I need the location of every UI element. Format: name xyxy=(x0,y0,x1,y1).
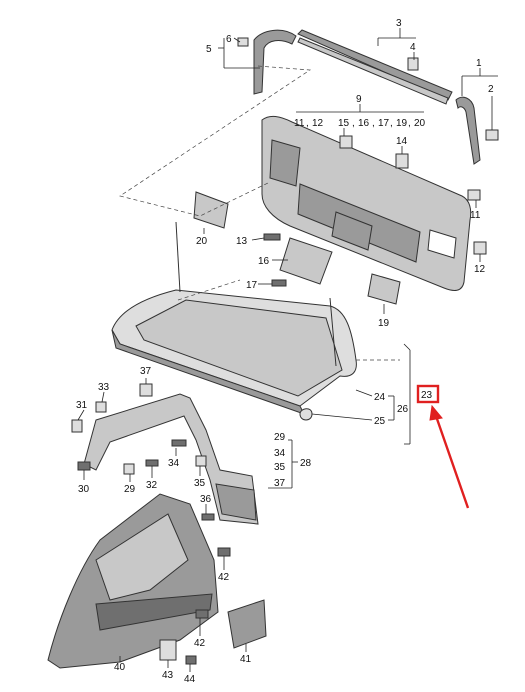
clip-part-6 xyxy=(237,37,249,47)
support-rod-right xyxy=(329,297,337,367)
callout-37: 37 xyxy=(140,366,152,377)
clip-part-25 xyxy=(299,408,313,421)
highlight-arrow-head xyxy=(429,404,443,421)
callout-30: 30 xyxy=(78,484,90,495)
side-trim-part-28 xyxy=(83,393,259,525)
callout-31: 31 xyxy=(76,400,88,411)
clip-part-31 xyxy=(71,419,83,433)
callout-14: 14 xyxy=(396,136,408,147)
callout-24: 24 xyxy=(374,392,386,403)
callout-11-top: 11 xyxy=(294,118,305,129)
clip-part-30 xyxy=(77,461,91,471)
screw-part-44 xyxy=(185,655,197,665)
callout-42-lower: 42 xyxy=(194,638,206,649)
callout-11-right: 11 xyxy=(470,210,481,221)
callout-4: 4 xyxy=(410,42,416,53)
cover-part-20 xyxy=(193,191,229,229)
callout-17-top: 17 xyxy=(378,118,390,129)
callout-16: 16 xyxy=(258,256,270,267)
callout-33: 33 xyxy=(98,382,110,393)
callout-separator-dot-2: , xyxy=(372,118,375,129)
callout-2: 2 xyxy=(488,84,494,95)
callout-3: 3 xyxy=(396,18,402,29)
callout-labels: 3 4 5 6 1 2 9 11 12 15 16 17 19 20 , , ,… xyxy=(76,18,494,685)
clip-part-2 xyxy=(485,129,499,141)
luggage-side-panel-part-40 xyxy=(47,493,219,669)
callout-28: 28 xyxy=(300,458,312,469)
side-trim-left-part-5 xyxy=(253,29,297,95)
callout-42-upper: 42 xyxy=(218,572,230,583)
clip-part-37 xyxy=(139,383,153,397)
highlight-arrow-shaft xyxy=(434,415,470,509)
grip-cover-part-16 xyxy=(279,237,333,285)
callout-43: 43 xyxy=(162,670,174,681)
clip-part-14 xyxy=(395,153,409,169)
screw-part-34 xyxy=(171,439,187,447)
screw-part-36 xyxy=(201,513,215,521)
clip-part-11 xyxy=(467,189,481,201)
highlight-annotation xyxy=(416,384,470,509)
side-trim-right-part-1 xyxy=(455,96,481,165)
clip-part-33 xyxy=(95,401,107,413)
callout-5: 5 xyxy=(206,44,212,55)
callout-32: 32 xyxy=(146,480,158,491)
assembly-guide-lines xyxy=(119,65,400,361)
upper-trim-strip-part-3 xyxy=(297,29,453,105)
callout-12-right: 12 xyxy=(474,264,486,275)
callout-20: 20 xyxy=(196,236,208,247)
callout-34: 34 xyxy=(168,458,180,469)
screw-part-17 xyxy=(271,279,287,287)
callout-6: 6 xyxy=(226,34,232,45)
callout-35: 35 xyxy=(194,478,206,489)
callout-20-top: 20 xyxy=(414,118,426,129)
support-rod-left xyxy=(175,221,181,293)
parcel-shelf-part-24 xyxy=(111,289,357,415)
callout-19-top: 19 xyxy=(396,118,408,129)
clip-part-29 xyxy=(123,463,135,475)
clip-part-15 xyxy=(339,135,353,149)
callout-40: 40 xyxy=(114,662,126,673)
screw-part-13 xyxy=(263,233,281,241)
callout-16-top: 16 xyxy=(358,118,370,129)
clip-part-42-upper xyxy=(217,547,231,557)
callout-separator-dot-4: , xyxy=(408,118,411,129)
callout-separator-dot-1: , xyxy=(352,118,355,129)
callout-12-top: 12 xyxy=(312,118,324,129)
callout-29-group: 29 xyxy=(274,432,286,443)
callout-29: 29 xyxy=(124,484,136,495)
leader-lines xyxy=(77,28,498,672)
callout-separators: , xyxy=(306,118,309,129)
callout-35-group: 35 xyxy=(274,462,286,473)
callout-separator-dot-3: , xyxy=(390,118,393,129)
callout-9: 9 xyxy=(356,94,362,105)
callout-25: 25 xyxy=(374,416,386,427)
callout-17: 17 xyxy=(246,280,258,291)
screw-part-32 xyxy=(145,459,159,467)
highlight-box xyxy=(416,384,440,404)
callout-34-group: 34 xyxy=(274,448,286,459)
callout-37-group: 37 xyxy=(274,478,286,489)
callout-19: 19 xyxy=(378,318,390,329)
cover-part-41 xyxy=(227,599,267,649)
clip-part-4 xyxy=(407,57,419,71)
tailgate-trim-panel-part-9 xyxy=(261,115,472,291)
callout-13: 13 xyxy=(236,236,248,247)
callout-44: 44 xyxy=(184,674,196,685)
callout-1: 1 xyxy=(476,58,482,69)
callout-41: 41 xyxy=(240,654,252,665)
callout-36: 36 xyxy=(200,494,212,505)
cover-part-43 xyxy=(159,639,177,661)
clip-part-42-lower xyxy=(195,609,209,619)
callout-15: 15 xyxy=(338,118,350,129)
clip-part-35 xyxy=(195,455,207,467)
callout-26: 26 xyxy=(397,404,409,415)
callout-23: 23 xyxy=(421,390,433,401)
clip-part-12 xyxy=(473,241,487,255)
cover-part-19 xyxy=(367,273,401,305)
